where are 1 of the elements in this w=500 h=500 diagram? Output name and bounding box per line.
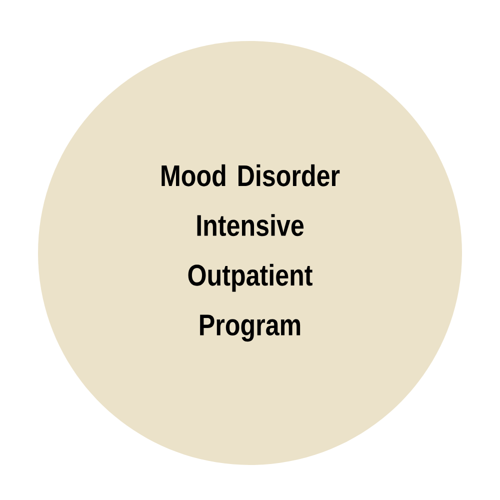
circle-node: Mood Disorder Intensive Outpatient Program <box>38 40 462 465</box>
